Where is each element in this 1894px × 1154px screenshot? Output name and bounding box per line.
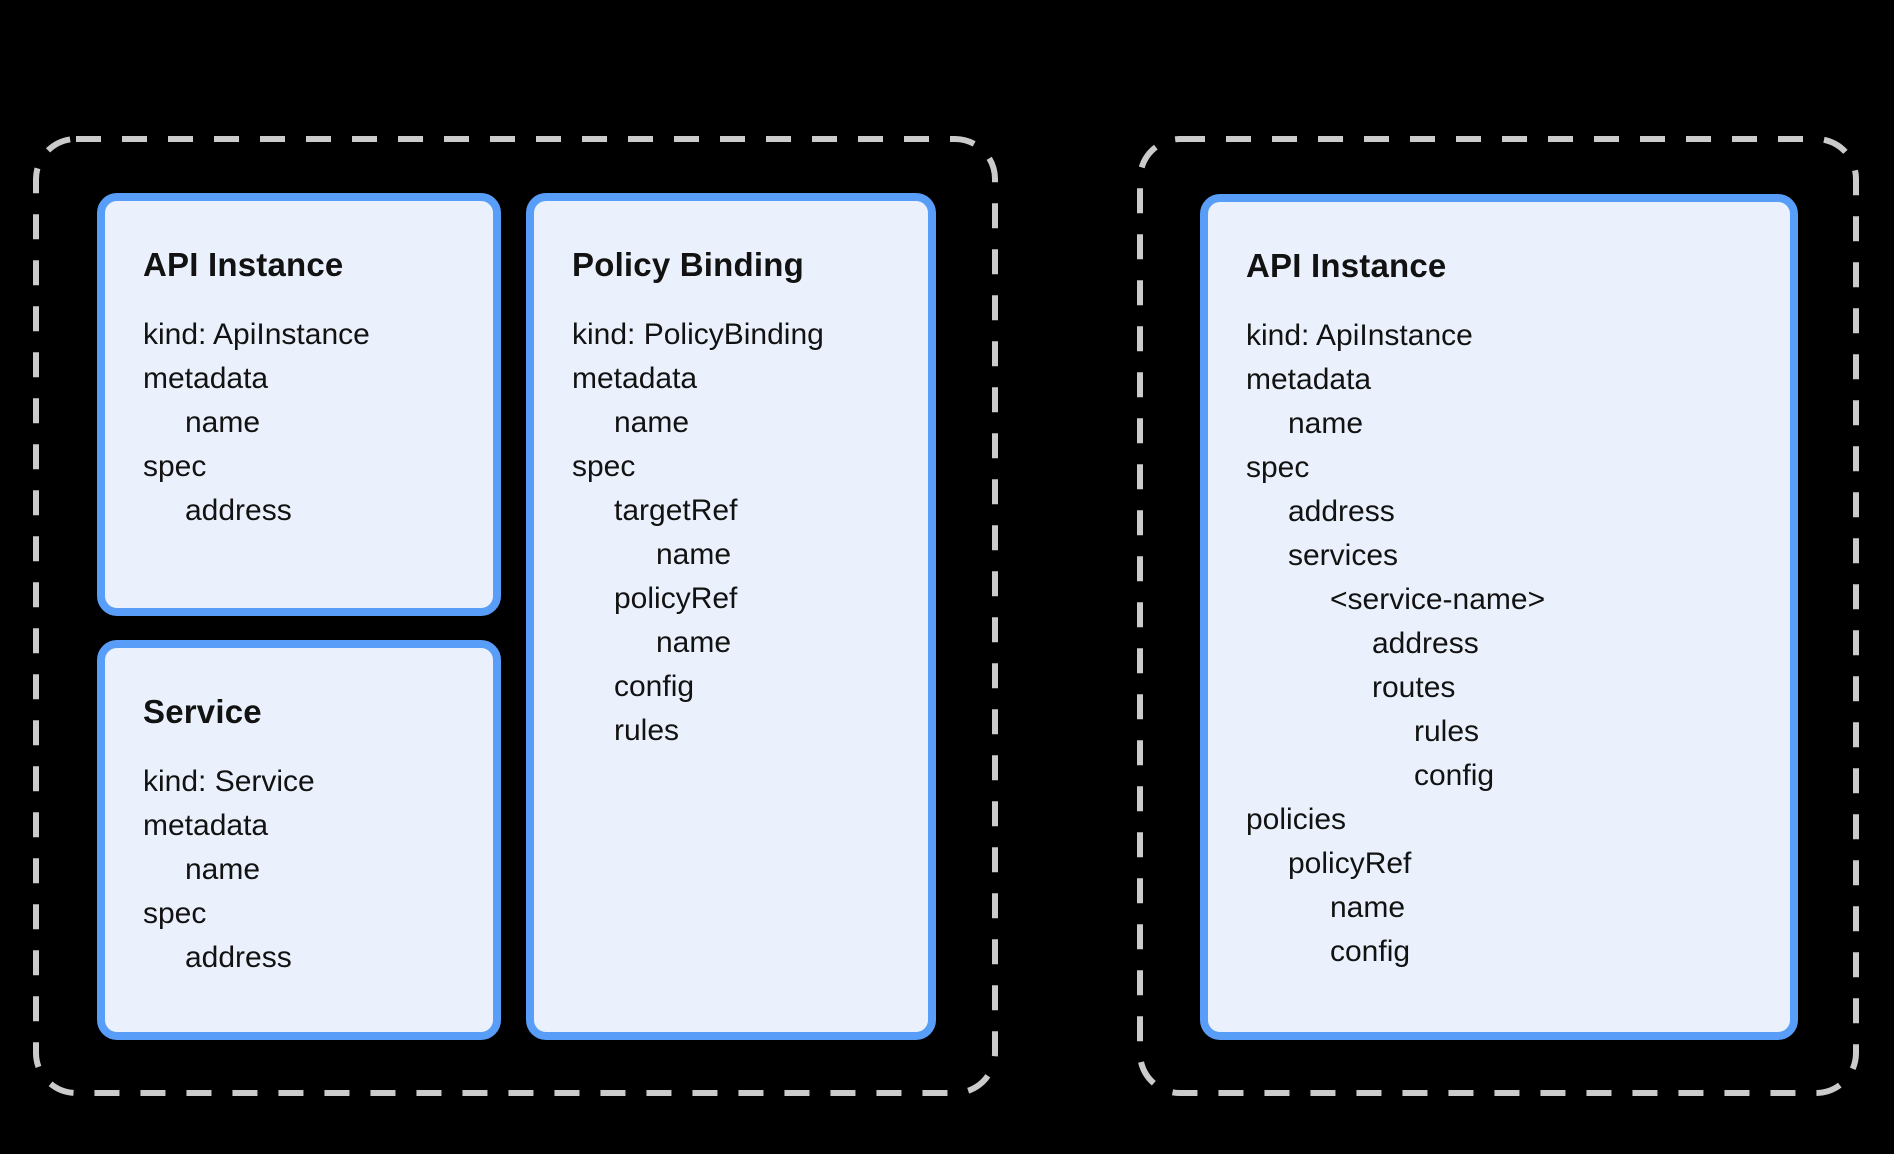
card-field: routes (1372, 671, 1456, 704)
card-field-list: kind: Service metadata name spec address (143, 760, 457, 980)
card-field: name (185, 853, 261, 886)
policy-binding-card: Policy Binding kind: PolicyBinding metada… (526, 193, 936, 1040)
card-field: spec (1246, 451, 1310, 484)
card-field: policyRef (614, 582, 738, 615)
card-field: config (1414, 759, 1495, 792)
service-card: Service kind: Service metadata name spec add… (97, 640, 501, 1040)
card-field: name (1288, 407, 1364, 440)
card-field: rules (1414, 715, 1480, 748)
card-field-list: kind: PolicyBinding metadata name spec targe… (572, 313, 892, 753)
card-field: address (185, 941, 292, 974)
card-field: <service-name> (1330, 583, 1546, 616)
card-field: config (1330, 935, 1411, 968)
right-group-dashed-border (1137, 136, 1859, 1096)
card-title: Policy Binding (572, 246, 804, 283)
card-field: spec (143, 897, 207, 930)
card-field: rules (614, 714, 680, 747)
card-field: spec (143, 450, 207, 483)
card-field: name (614, 406, 690, 439)
card-field: name (185, 406, 261, 439)
card-field: metadata (572, 362, 698, 395)
card-field: kind: Service (143, 765, 315, 798)
card-field: metadata (143, 809, 269, 842)
left-group-dashed-border (33, 136, 998, 1096)
card-field: name (1330, 891, 1406, 924)
card-field: kind: ApiInstance (143, 318, 370, 351)
card-title: API Instance (143, 246, 344, 283)
card-title: Service (143, 693, 262, 730)
card-field: policyRef (1288, 847, 1412, 880)
card-field: address (1288, 495, 1395, 528)
card-field: metadata (1246, 363, 1372, 396)
card-field: services (1288, 539, 1399, 572)
api-instance-detailed-card: API Instance kind: ApiInstance metadata na… (1200, 194, 1798, 1040)
card-field: spec (572, 450, 636, 483)
card-field: kind: PolicyBinding (572, 318, 824, 351)
card-field: name (656, 626, 732, 659)
card-field: config (614, 670, 695, 703)
card-field: kind: ApiInstance (1246, 319, 1473, 352)
card-field-list: kind: ApiInstance metadata name spec address… (1246, 314, 1754, 974)
card-field: metadata (143, 362, 269, 395)
api-instance-card: API Instance kind: ApiInstance metadata na… (97, 193, 501, 616)
card-field-list: kind: ApiInstance metadata name spec address (143, 313, 457, 533)
card-title: API Instance (1246, 247, 1447, 284)
card-field: name (656, 538, 732, 571)
card-field: address (1372, 627, 1479, 660)
card-field: address (185, 494, 292, 527)
card-field: targetRef (614, 494, 738, 527)
card-field: policies (1246, 803, 1347, 836)
